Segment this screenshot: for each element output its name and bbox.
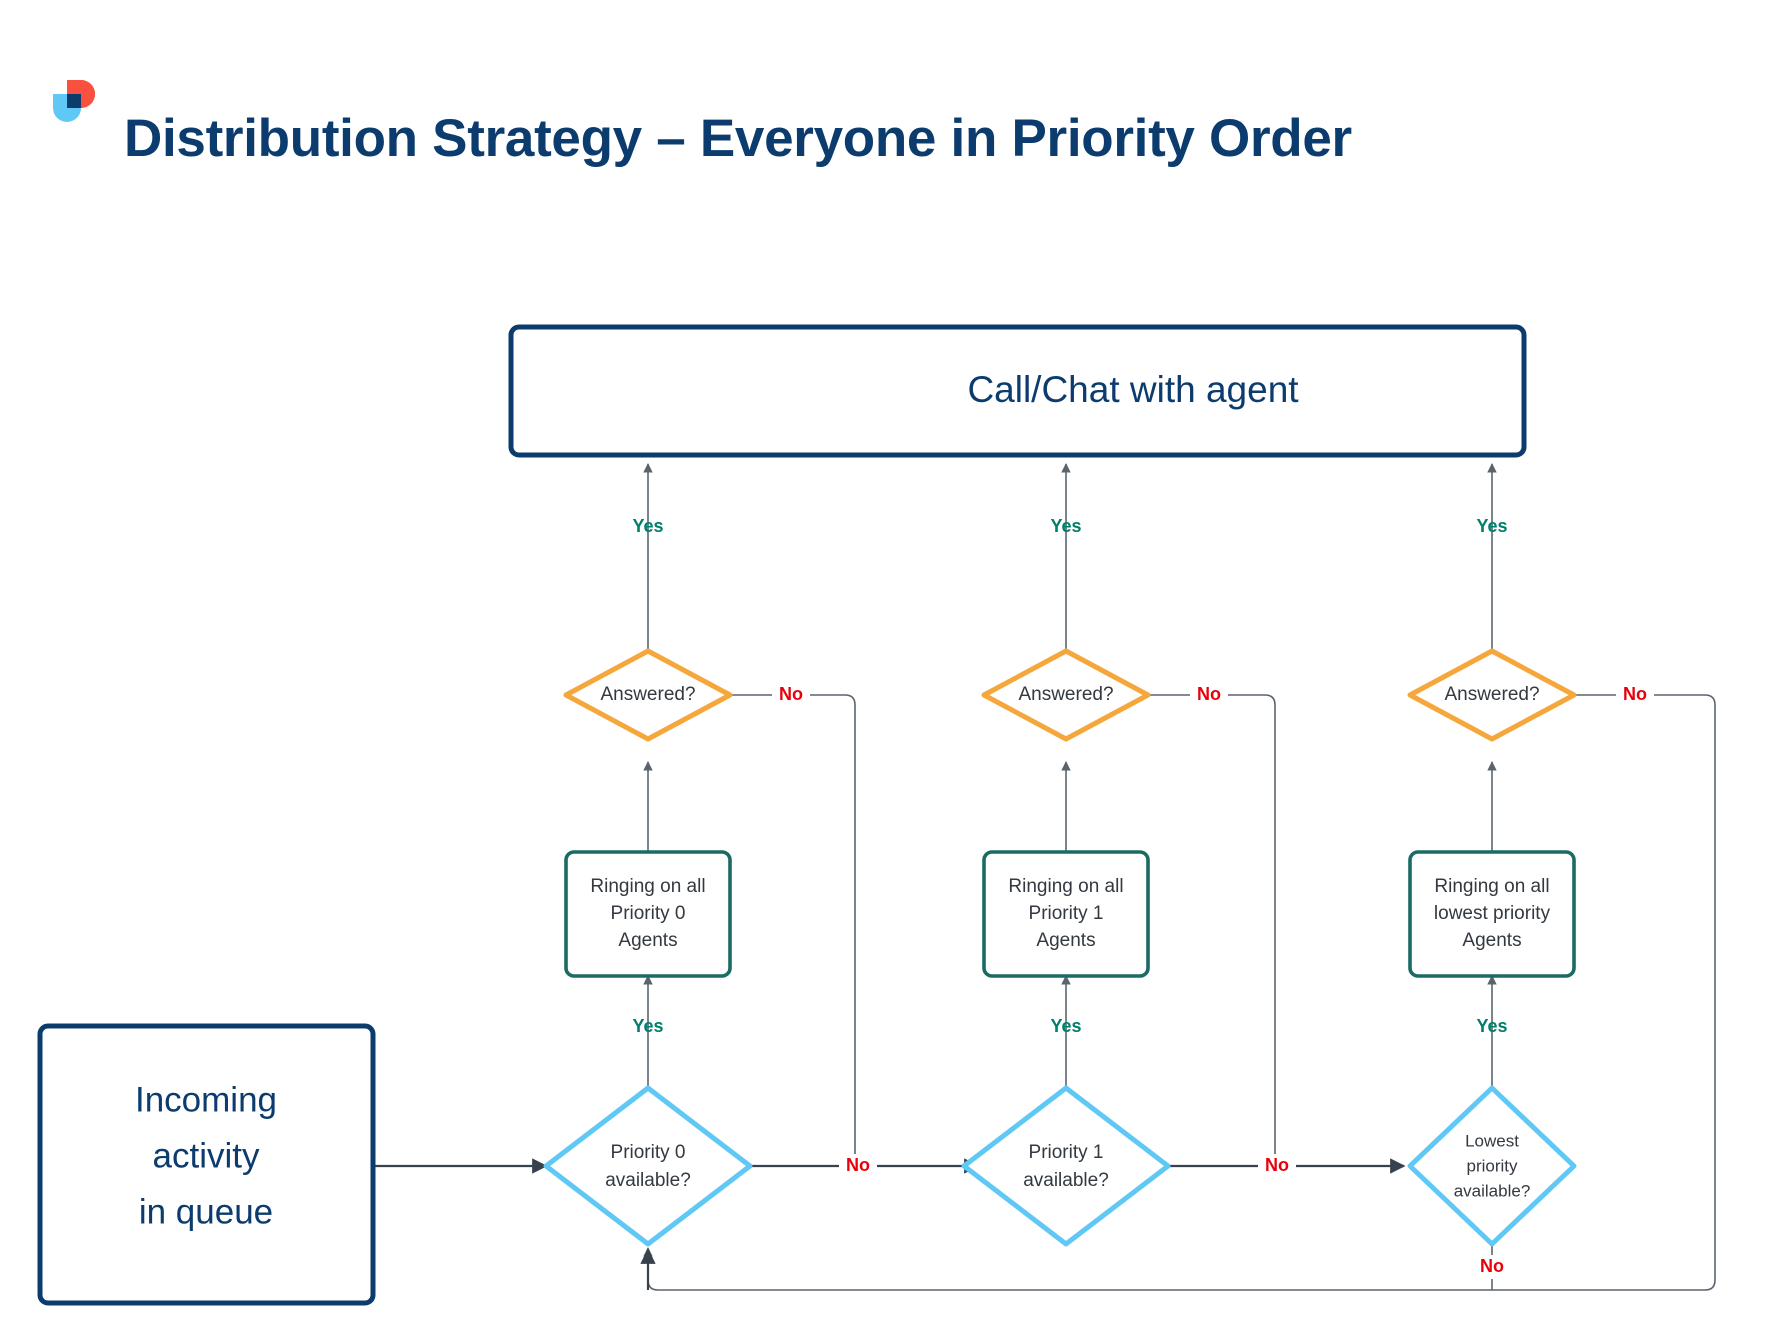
incoming-activity-line-2: activity: [153, 1136, 260, 1175]
answered-priority-0-label: Answered?: [600, 684, 695, 705]
label-yes-priority1: Yes: [1050, 1016, 1081, 1036]
priority-1-available-line-2: available?: [1023, 1170, 1109, 1191]
node-priority-1-available[interactable]: Priority 1 available?: [961, 1085, 1171, 1247]
ringing-lowest-priority-box[interactable]: [1408, 850, 1576, 978]
label-no-priority0: No: [846, 1155, 870, 1175]
edge-answered2-no-loopback: [643, 694, 1716, 1291]
ringing-lowest-priority-line-1: Ringing on all: [1434, 876, 1549, 897]
ringing-priority-1-line-2: Priority 1: [1029, 903, 1104, 924]
label-yes-priority0: Yes: [632, 1016, 663, 1036]
answered-priority-0-diamond[interactable]: [563, 648, 733, 742]
label-no-answered0: No: [779, 684, 803, 704]
lowest-priority-available-line-1: Lowest: [1465, 1131, 1519, 1150]
priority-0-available-diamond[interactable]: [543, 1085, 753, 1247]
label-no-priority1: No: [1265, 1155, 1289, 1175]
node-lowest-priority-available[interactable]: Lowest priority available?: [1407, 1085, 1577, 1247]
answered-priority-1-diamond[interactable]: [981, 648, 1151, 742]
node-ringing-priority-1-agents[interactable]: Ringing on all Priority 1 Agents: [982, 850, 1150, 978]
edge-answered1-no: [1148, 694, 1276, 1166]
ringing-priority-1-line-3: Agents: [1036, 930, 1095, 951]
call-chat-box[interactable]: [508, 324, 1527, 458]
ringing-priority-1-line-1: Ringing on all: [1008, 876, 1123, 897]
incoming-activity-line-1: Incoming: [135, 1080, 277, 1119]
label-yes-answered0: Yes: [632, 516, 663, 536]
page-title: Distribution Strategy – Everyone in Prio…: [124, 109, 1352, 168]
node-ringing-lowest-priority-agents[interactable]: Ringing on all lowest priority Agents: [1408, 850, 1576, 978]
answered-lowest-priority-diamond[interactable]: [1407, 648, 1577, 742]
edge-answered0-no: [730, 694, 856, 1166]
node-answered-priority-0[interactable]: Answered?: [563, 648, 733, 742]
ringing-priority-1-box[interactable]: [982, 850, 1150, 978]
call-chat-label: Call/Chat with agent: [967, 369, 1299, 410]
node-answered-priority-1[interactable]: Answered?: [981, 648, 1151, 742]
lowest-priority-available-line-2: priority: [1466, 1156, 1518, 1175]
ringing-priority-0-line-2: Priority 0: [611, 903, 686, 924]
incoming-activity-box[interactable]: [37, 1023, 376, 1306]
lowest-priority-available-diamond[interactable]: [1407, 1085, 1577, 1247]
label-no-lowest: No: [1480, 1256, 1504, 1276]
ringing-lowest-priority-line-2: lowest priority: [1434, 903, 1551, 924]
priority-1-available-diamond[interactable]: [961, 1085, 1171, 1247]
node-call-chat-with-agent[interactable]: Call/Chat with agent: [508, 324, 1527, 458]
label-yes-answered2: Yes: [1476, 516, 1507, 536]
incoming-activity-line-3: in queue: [139, 1192, 273, 1231]
label-yes-lowest: Yes: [1476, 1016, 1507, 1036]
label-yes-answered1: Yes: [1050, 516, 1081, 536]
lowest-priority-available-line-3: available?: [1454, 1181, 1531, 1200]
label-no-answered1: No: [1197, 684, 1221, 704]
node-incoming-activity[interactable]: Incoming activity in queue: [37, 1023, 376, 1306]
label-no-answered2: No: [1623, 684, 1647, 704]
edge-label-layer: Yes Yes Yes Yes Yes Yes No No No No No N…: [632, 516, 1654, 1279]
priority-0-available-line-2: available?: [605, 1170, 691, 1191]
ringing-priority-0-line-1: Ringing on all: [590, 876, 705, 897]
node-answered-lowest-priority[interactable]: Answered?: [1407, 648, 1577, 742]
ringing-priority-0-box[interactable]: [564, 850, 732, 978]
node-priority-0-available[interactable]: Priority 0 available?: [543, 1085, 753, 1247]
node-ringing-priority-0-agents[interactable]: Ringing on all Priority 0 Agents: [564, 850, 732, 978]
ringing-lowest-priority-line-3: Agents: [1462, 930, 1521, 951]
answered-priority-1-label: Answered?: [1018, 684, 1113, 705]
priority-1-available-line-1: Priority 1: [1029, 1142, 1104, 1163]
company-logo-icon: [53, 80, 95, 122]
ringing-priority-0-line-3: Agents: [618, 930, 677, 951]
priority-0-available-line-1: Priority 0: [611, 1142, 686, 1163]
answered-lowest-priority-label: Answered?: [1444, 684, 1539, 705]
